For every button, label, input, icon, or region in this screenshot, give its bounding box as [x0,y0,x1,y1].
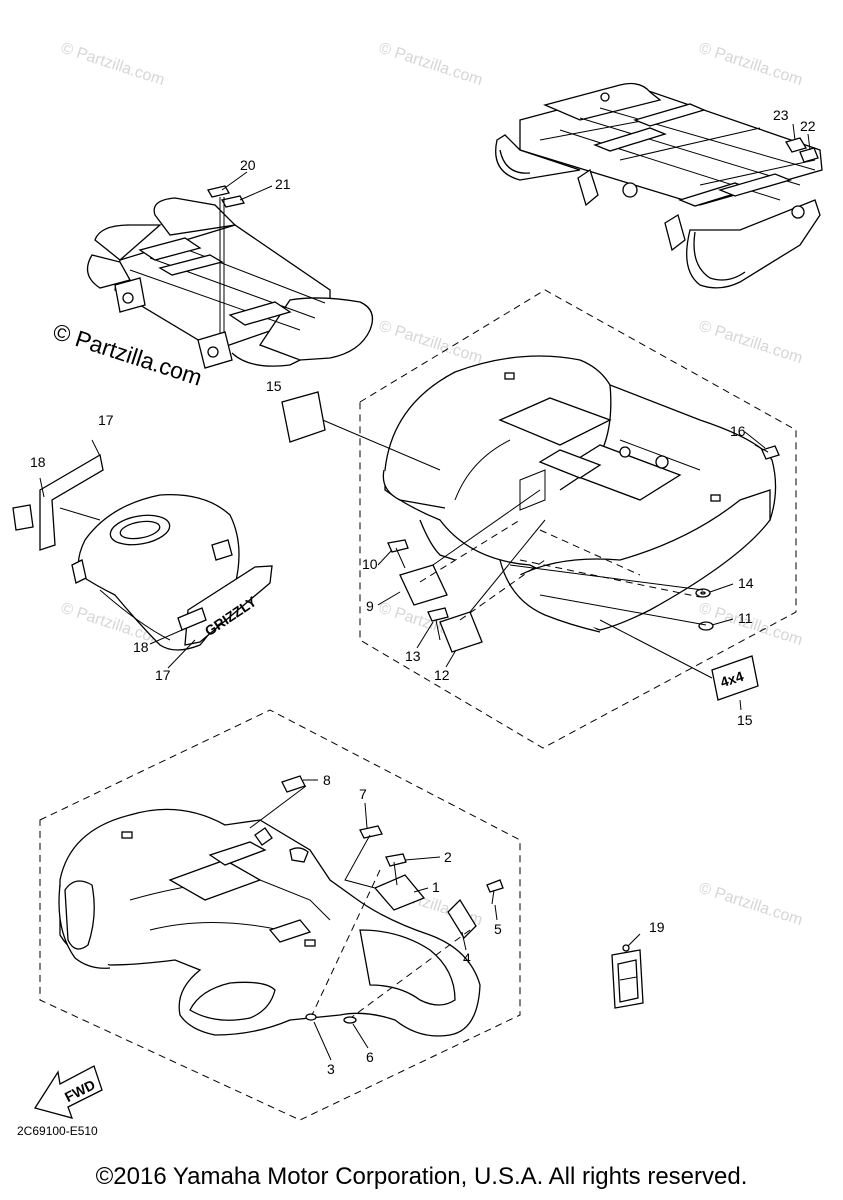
callout-21: 21 [275,176,291,192]
callout-18-b: 18 [133,639,149,655]
callout-14: 14 [738,575,754,591]
callout-10: 10 [362,556,378,572]
callout-17-b: 17 [155,667,171,683]
copyright-notice: ©2016 Yamaha Motor Corporation, U.S.A. A… [95,1163,748,1190]
watermark: © Partzilla.com [377,318,485,367]
callout-13: 13 [405,648,421,664]
callout-2: 2 [444,849,452,865]
callout-11: 11 [738,610,753,626]
decal-4x4: 4x4 [599,619,759,701]
decal-20-21 [207,171,273,333]
watermark: © Partzilla.com [377,40,485,89]
watermark: © Partzilla.com [697,318,805,367]
callout-4: 4 [463,950,471,966]
watermark: © Partzilla.com [697,880,805,929]
callout-leaders [149,431,766,1061]
watermark: © Partzilla.com [59,40,167,89]
callout-6: 6 [366,1049,374,1065]
callout-12: 12 [434,667,450,683]
callout-15-a: 15 [266,378,282,394]
callout-20: 20 [240,157,256,173]
rear-carrier [495,82,823,289]
decal-4x4-text: 4x4 [718,668,745,691]
callout-16: 16 [730,423,746,439]
diagram-code: 2C69100-E510 [17,1124,98,1138]
decal-15 [281,391,326,443]
callout-7: 7 [359,786,367,802]
label-19 [611,933,644,1009]
callout-3: 3 [327,1061,335,1077]
callout-23: 23 [773,107,789,123]
callout-8: 8 [323,772,331,788]
rear-fender-small-parts [317,417,780,653]
callout-19: 19 [649,919,665,935]
callout-17-a: 17 [98,412,114,428]
callouts: 20 21 23 22 15 16 17 18 10 9 14 11 13 12… [30,107,816,1077]
callout-1: 1 [432,879,440,895]
front-fender-small-parts [249,775,504,1024]
decal-22-23 [785,123,819,163]
watermark: © Partzilla.com [697,40,805,89]
callout-18-a: 18 [30,454,46,470]
callout-5: 5 [494,921,502,937]
rear-fender-group [359,289,797,749]
fwd-arrow-icon: FWD [33,1065,103,1119]
callout-22: 22 [800,118,816,134]
callout-9: 9 [366,598,374,614]
callout-15-b: 15 [737,712,753,728]
front-carrier [86,197,374,369]
side-decal-17-18 [12,439,104,551]
front-fender-group [39,709,521,1121]
